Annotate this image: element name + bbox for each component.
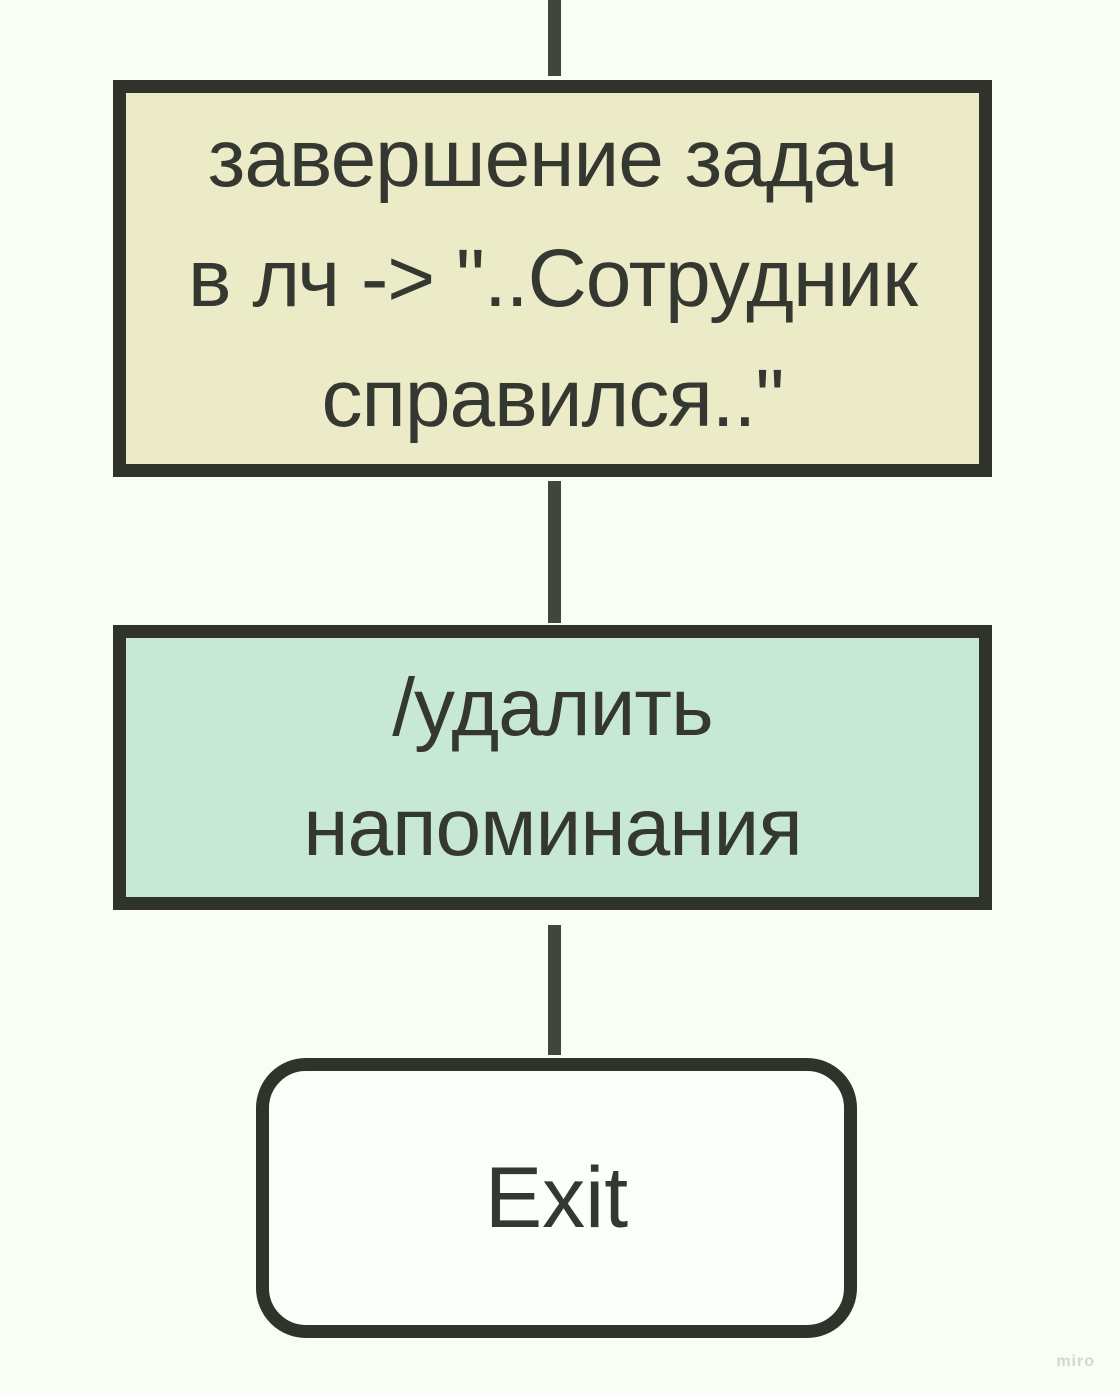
- connector-task-to-delete[interactable]: [548, 481, 561, 623]
- flow-node-delete-reminders[interactable]: /удалить напоминания: [113, 625, 992, 910]
- connector-incoming[interactable]: [548, 0, 561, 76]
- miro-watermark-logo: miro: [1056, 1353, 1095, 1370]
- flow-node-exit-label: Exit: [484, 1150, 629, 1246]
- flow-node-task-completion-label: завершение задач в лч -> "..Сотрудник сп…: [188, 112, 918, 444]
- connector-delete-to-exit[interactable]: [548, 925, 561, 1055]
- flow-node-delete-reminders-label: /удалить напоминания: [303, 661, 802, 873]
- flow-node-exit[interactable]: Exit: [256, 1058, 857, 1338]
- flow-node-task-completion[interactable]: завершение задач в лч -> "..Сотрудник сп…: [113, 80, 992, 477]
